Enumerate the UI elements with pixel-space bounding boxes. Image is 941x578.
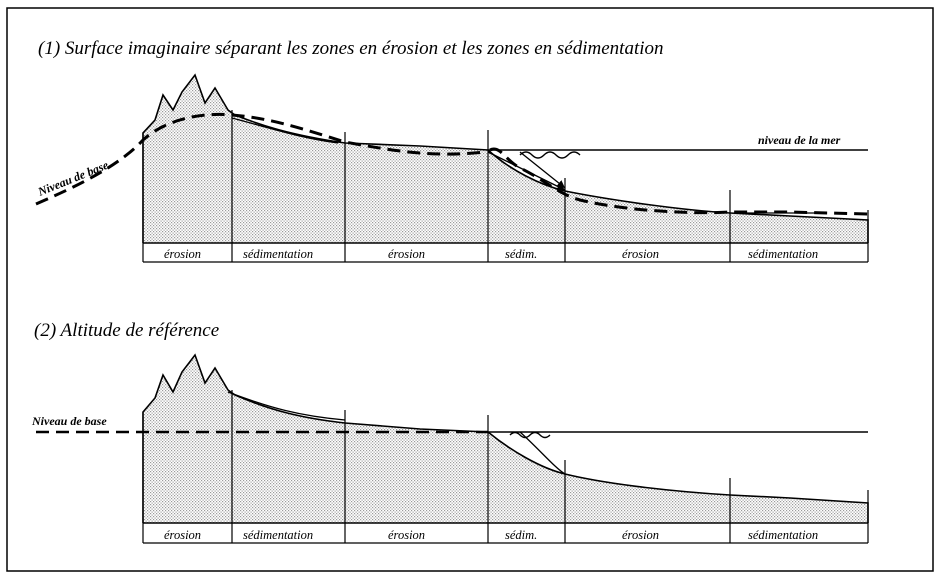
panel-1-arrow-1 xyxy=(487,151,566,191)
panel-2-title: (2) Altitude de référence xyxy=(34,320,219,341)
panel-1-arc-1 xyxy=(231,117,339,144)
panel-1: (1) Surface imaginaire séparant les zone… xyxy=(35,38,869,263)
panel-1-terrain xyxy=(143,75,868,243)
panel-2-relief xyxy=(142,353,869,523)
panel-1-zone-3: érosion xyxy=(388,247,425,261)
panel-1-zone-4: sédim. xyxy=(505,247,537,261)
panel-1-sea-line xyxy=(488,149,868,159)
panel-2-zone-3: érosion xyxy=(388,528,425,542)
panel-2-base-label: Niveau de base xyxy=(31,414,107,428)
figure-border xyxy=(6,7,934,572)
panel-2-zone-1: érosion xyxy=(164,528,201,542)
panel-2-arc-2 xyxy=(519,431,566,475)
panel-2-terrain xyxy=(143,355,868,523)
panel-2-dividers xyxy=(142,390,869,543)
panel-1-zone-2: sédimentation xyxy=(243,247,313,261)
panel-2-zone-4: sédim. xyxy=(505,528,537,542)
panel-2-zone-5: érosion xyxy=(622,528,659,542)
panel-1-relief xyxy=(142,73,869,243)
panel-1-arrow-2 xyxy=(519,151,566,189)
panel-1-zone-1: érosion xyxy=(164,247,201,261)
panel-1-base-label: Niveau de base xyxy=(35,158,111,200)
panel-1-title: (1) Surface imaginaire séparant les zone… xyxy=(38,38,664,59)
panel-2-zone-2: sédimentation xyxy=(243,528,313,542)
panel-2-sea-line xyxy=(488,431,868,439)
panel-1-zone-5: érosion xyxy=(622,247,659,261)
panel-1-zone-6: sédimentation xyxy=(748,247,818,261)
panel-2: (2) Altitude de référence Niveau de base… xyxy=(31,320,869,544)
panel-2-zone-6: sédimentation xyxy=(748,528,818,542)
panel-1-sea-label: niveau de la mer xyxy=(758,133,841,147)
panel-2-arc-1 xyxy=(227,391,346,421)
panel-1-dividers xyxy=(142,110,869,262)
